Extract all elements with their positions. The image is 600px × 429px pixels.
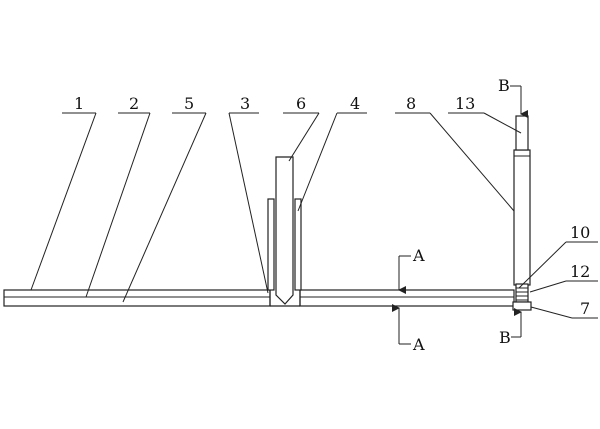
section-marker-a [392, 255, 411, 345]
base-block [512, 301, 532, 311]
section-label-a-bottom: A [412, 335, 425, 354]
label-10: 10 [570, 223, 590, 242]
label-4: 4 [350, 94, 360, 113]
label-5: 5 [184, 94, 194, 113]
base-plate-right [299, 289, 515, 307]
top-rod [515, 115, 529, 151]
label-1: 1 [74, 94, 84, 113]
label-2: 2 [129, 94, 139, 113]
label-6: 6 [296, 94, 306, 113]
base-plate-left [3, 289, 271, 307]
center-joint [267, 198, 302, 307]
label-8: 8 [406, 94, 416, 113]
section-marker-b [510, 85, 528, 338]
vertical-post [513, 149, 531, 286]
section-label-a-top: A [412, 246, 425, 265]
label-13: 13 [455, 94, 475, 113]
spring [515, 283, 529, 303]
section-label-b-top: B [498, 76, 510, 95]
label-7: 7 [580, 299, 590, 318]
section-label-b-bottom: B [499, 328, 511, 347]
leader-lines [30, 112, 598, 319]
insert-blade [275, 156, 294, 305]
label-3: 3 [240, 94, 250, 113]
label-12: 12 [570, 262, 590, 281]
